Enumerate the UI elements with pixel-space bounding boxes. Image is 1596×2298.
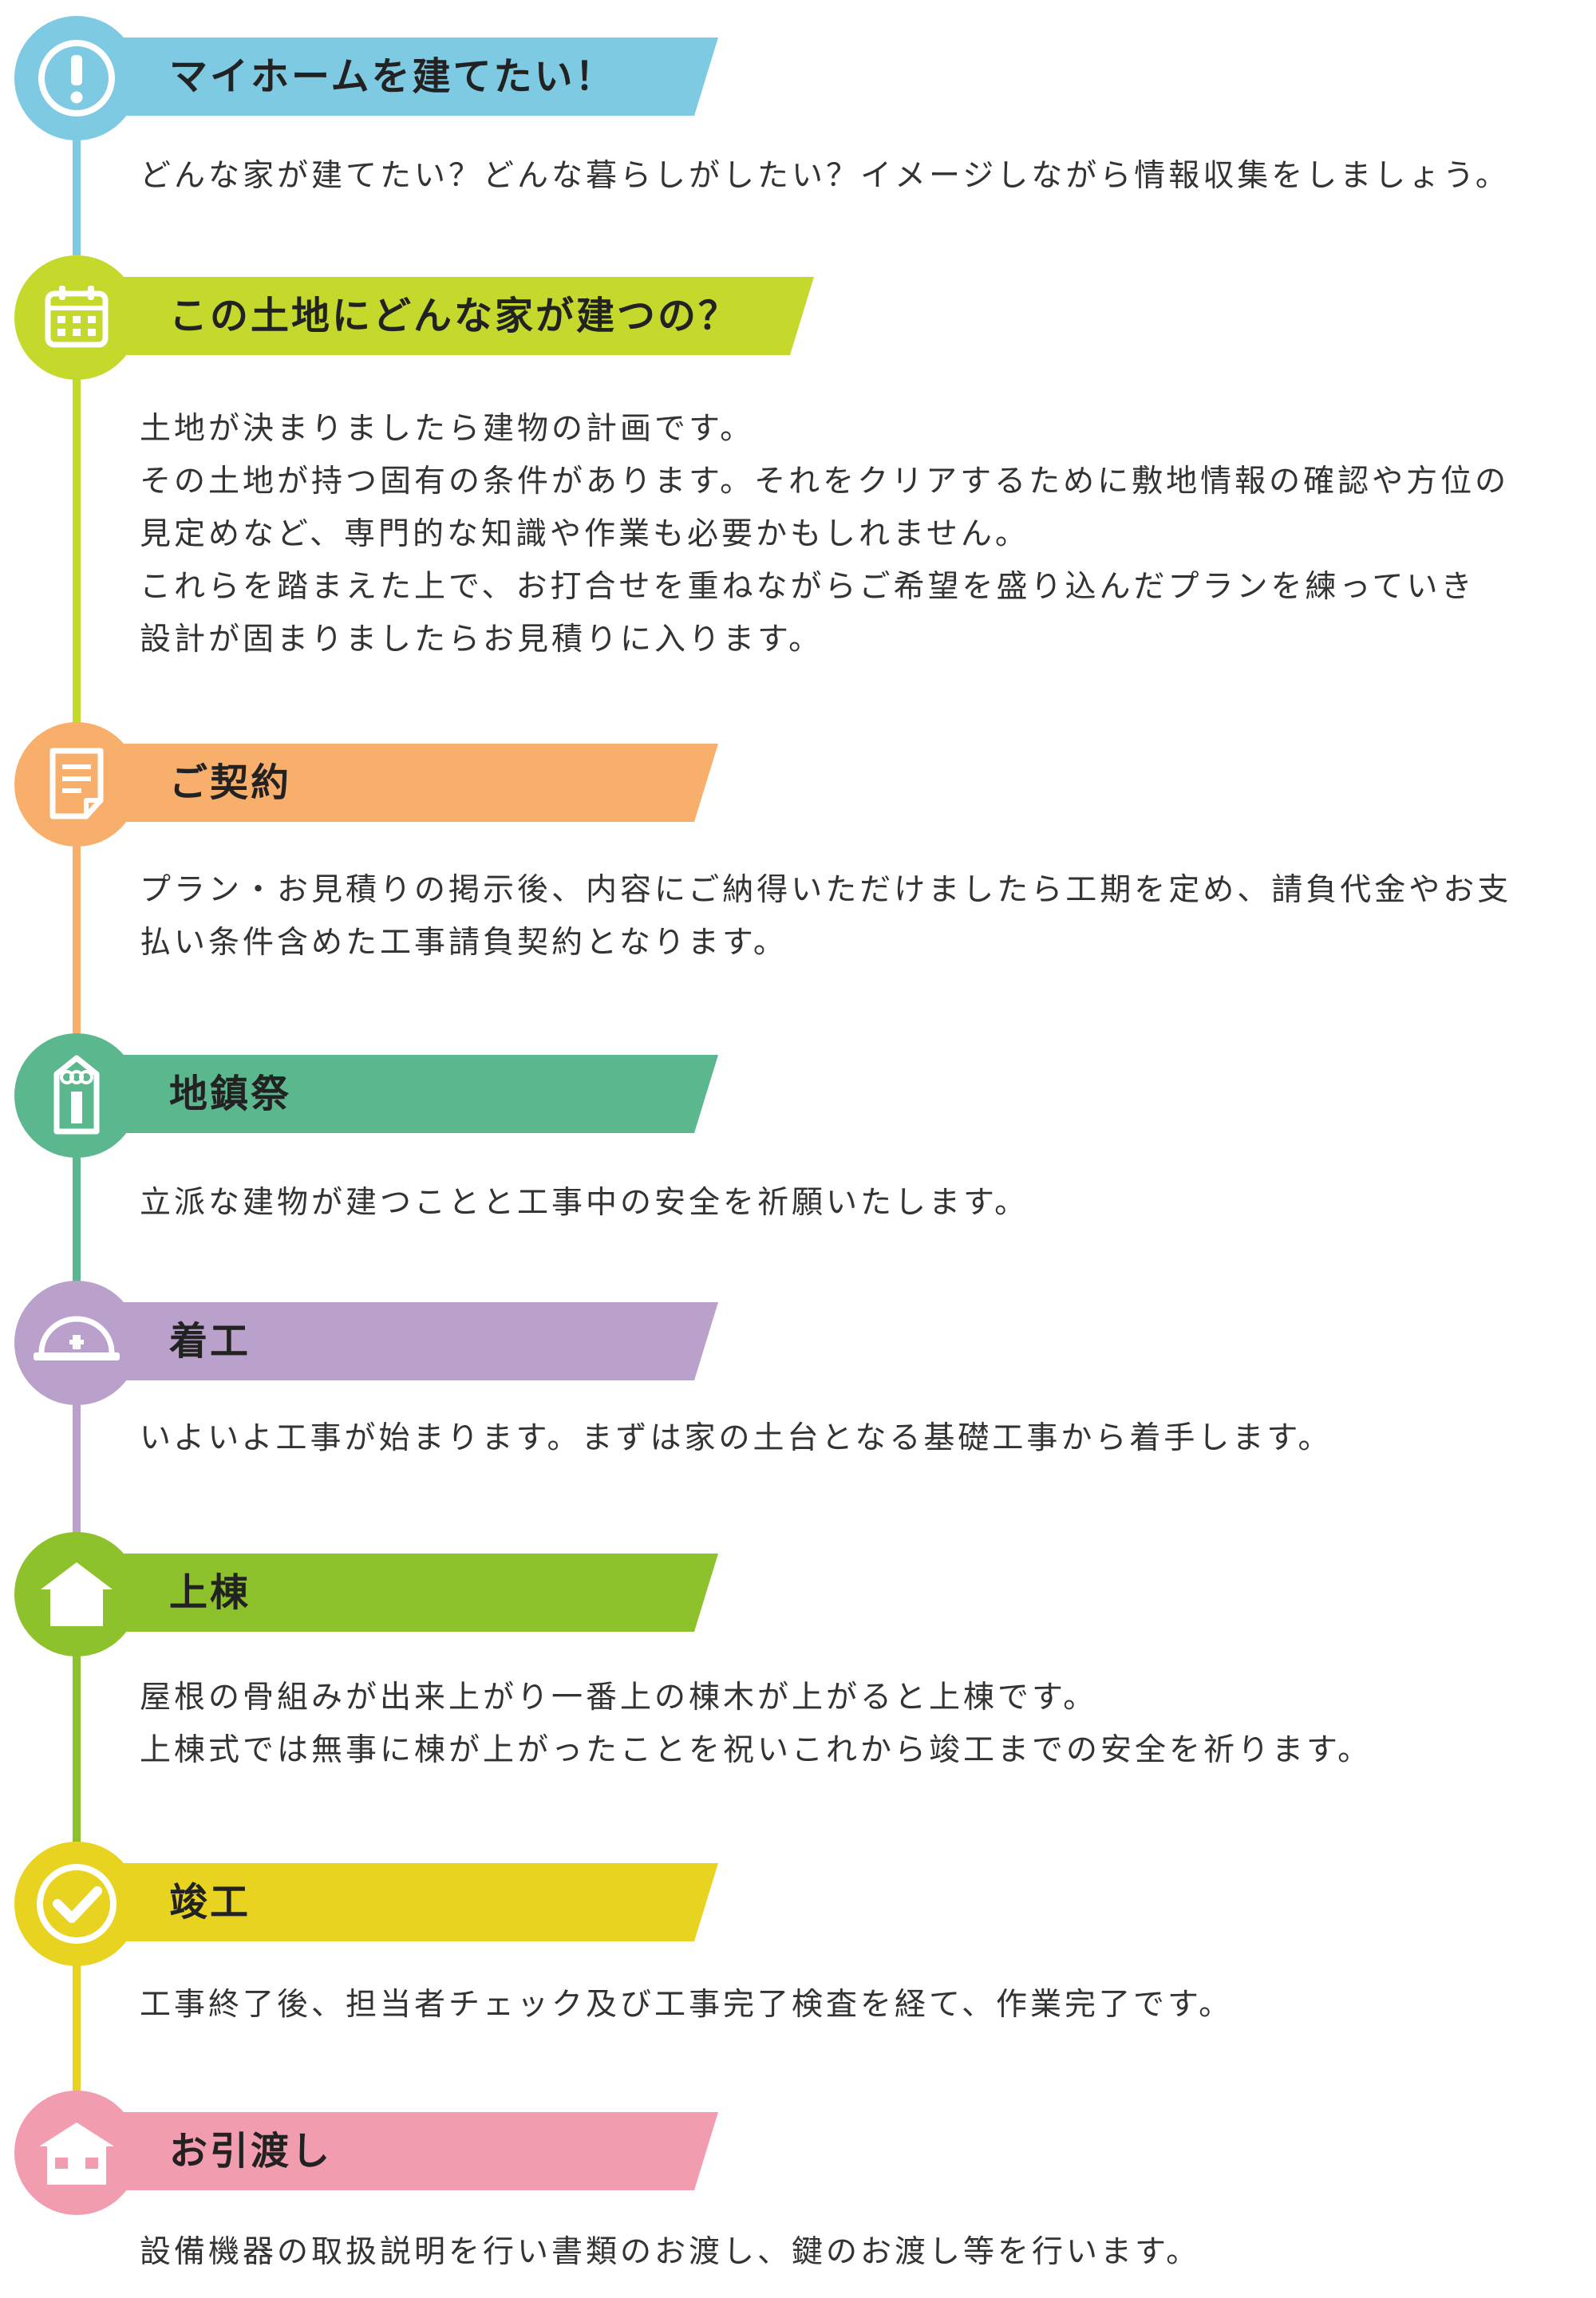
description-line: 払い条件含めた工事請負契約となります。 [140, 925, 788, 961]
step-description: 工事終了後、担当者チェック及び工事完了検査を経て、作業完了です。 [140, 1979, 1576, 2031]
description-line: これらを踏まえた上で、お打合せを重ねながらご希望を盛り込んだプランを練っていき [140, 569, 1476, 605]
step-description: 屋根の骨組みが出来上がり一番上の棟木が上がると上棟です。 上棟式では無事に棟が上… [140, 1672, 1576, 1777]
step-icon-circle [14, 1842, 139, 1966]
description-line: 設備機器の取扱説明を行い書類のお渡し、鍵のお渡し等を行います。 [140, 2234, 1201, 2270]
document-icon [49, 748, 104, 819]
step-icon-circle [14, 255, 139, 380]
step-title: お引渡し [169, 2129, 333, 2174]
amulet-icon [53, 1055, 100, 1135]
step-banner [72, 1302, 718, 1380]
description-line: 見定めなど、専門的な知識や作業も必要かもしれません。 [140, 516, 1029, 552]
description-line: その土地が持つ固有の条件があります。それをクリアするために敷地情報の確認や方位の [140, 464, 1510, 499]
step-description: 立派な建物が建つことと工事中の安全を祈願いたします。 [140, 1177, 1576, 1230]
step-title: 着工 [169, 1319, 251, 1364]
step-icon-circle [14, 1281, 139, 1405]
step-description: いよいよ工事が始まります。まずは家の土台となる基礎工事から着手します。 [140, 1412, 1576, 1465]
description-line: 上棟式では無事に棟が上がったことを祝いこれから竣工までの安全を祈ります。 [140, 1732, 1373, 1768]
step-icon-circle [14, 2091, 139, 2215]
step-banner [72, 1055, 718, 1133]
check-icon [37, 1864, 117, 1944]
step-title: 上棟 [169, 1570, 251, 1615]
description-line: 土地が決まりましたら建物の計画です。 [140, 411, 755, 447]
step-title: 地鎮祭 [169, 1072, 292, 1116]
step-title: ご契約 [169, 760, 292, 805]
step-title: この土地にどんな家が建つの？ [169, 294, 740, 338]
exclamation-icon [38, 40, 115, 116]
description-line: いよいよ工事が始まります。まずは家の土台となる基礎工事から着手します。 [140, 1420, 1333, 1456]
timeline-line-5 [73, 1400, 81, 1536]
description-line: プラン・お見積りの掲示後、内容にご納得いただけましたら工期を定め、請負代金やお支 [140, 872, 1512, 908]
timeline-line-3 [73, 842, 81, 1037]
house-icon [39, 2122, 114, 2185]
step-banner [72, 1554, 718, 1632]
step-icon-circle [14, 722, 139, 847]
description-line: 屋根の骨組みが出来上がり一番上の棟木が上がると上棟です。 [140, 1680, 1098, 1716]
timeline-line-2 [73, 375, 81, 726]
step-banner [72, 2112, 718, 2190]
timeline-line-7 [73, 1963, 81, 2099]
step-icon-circle [14, 1532, 139, 1656]
step-banner [72, 1863, 718, 1941]
house-frame-icon [41, 1562, 113, 1626]
step-title: マイホームを建てたい！ [169, 54, 616, 99]
description-line: 工事終了後、担当者チェック及び工事完了検査を経て、作業完了です。 [140, 1987, 1234, 2023]
timeline-line-4 [73, 1153, 81, 1289]
calendar-icon [45, 286, 109, 348]
step-description: 土地が決まりましたら建物の計画です。 その土地が持つ固有の条件があります。それを… [140, 403, 1576, 666]
step-title: 竣工 [169, 1880, 251, 1925]
hard-hat-icon [34, 1316, 120, 1360]
description-line: 立派な建物が建つことと工事中の安全を祈願いたします。 [140, 1185, 1029, 1221]
step-description: どんな家が建てたい？どんな暮らしがしたい？イメージしながら情報収集をしましょう。 [140, 150, 1576, 203]
description-line: どんな家が建てたい？どんな暮らしがしたい？イメージしながら情報収集をしましょう。 [140, 158, 1510, 194]
step-banner [72, 38, 718, 116]
step-description: 設備機器の取扱説明を行い書類のお渡し、鍵のお渡し等を行います。 [140, 2226, 1576, 2279]
step-description: プラン・お見積りの掲示後、内容にご納得いただけましたら工期を定め、請負代金やお支… [140, 864, 1576, 969]
step-icon-circle [14, 1033, 139, 1158]
step-banner [72, 277, 814, 355]
step-banner [72, 744, 718, 822]
timeline-line-1 [73, 120, 81, 255]
description-line: 設計が固まりましたらお見積りに入ります。 [140, 622, 824, 657]
step-icon-circle [14, 16, 139, 140]
timeline-line-6 [73, 1652, 81, 1847]
